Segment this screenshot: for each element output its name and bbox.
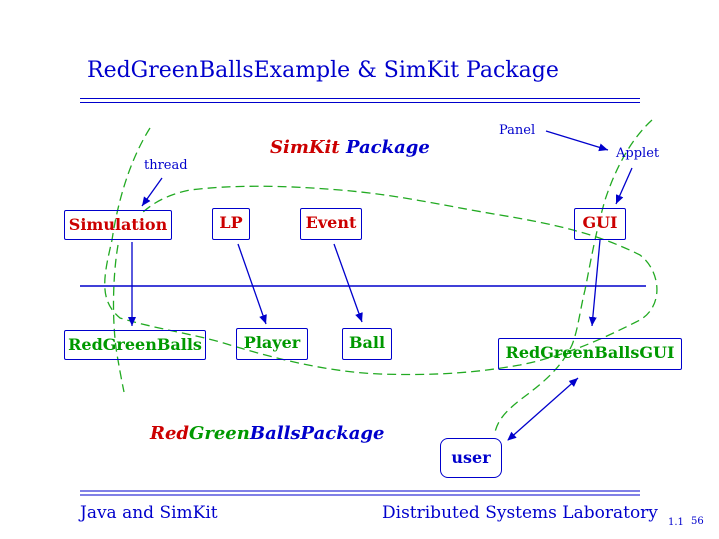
thread-arrow (141, 177, 163, 207)
thread-label: thread (144, 158, 188, 173)
lp-to-player-arrow (237, 243, 267, 325)
red-word: Red (150, 423, 189, 444)
redgreenballs-box: RedGreenBalls (64, 330, 206, 360)
ball-box: Ball (342, 328, 392, 360)
balls-word: Balls (249, 423, 301, 444)
event-to-ball-arrow (333, 243, 363, 323)
lp-box: LP (212, 208, 250, 240)
redgreen-package-label: RedGreenBallsPackage (150, 423, 384, 444)
green-word: Green (189, 423, 250, 444)
gui-to-redgreenballsgui-arrow (588, 239, 601, 327)
redgreen-boundary-right (494, 119, 653, 433)
simkit-package-label: SimKit Package (270, 137, 430, 158)
package-word: Package (345, 137, 430, 158)
simulation-box: Simulation (64, 210, 172, 240)
footer-left: Java and SimKit (80, 503, 218, 523)
footer-right: Distributed Systems Laboratory (382, 503, 658, 523)
player-box: Player (236, 328, 308, 360)
title-rule-bottom (80, 102, 640, 103)
panel-to-applet-arrow (545, 130, 609, 152)
applet-label: Applet (616, 146, 660, 161)
event-box: Event (300, 208, 362, 240)
redgreenballsgui-box: RedGreenBallsGUI (498, 338, 682, 370)
redgreen-boundary-left (112, 244, 125, 393)
simkit-word: SimKit (270, 137, 340, 158)
user-gui-arrow (507, 377, 579, 441)
title-rule-top (80, 98, 640, 99)
redgreen-package-word: Package (300, 423, 385, 444)
user-box: user (440, 438, 502, 478)
simkit-boundary (104, 127, 658, 376)
applet-to-gui-arrow (615, 167, 633, 205)
slide-title: RedGreenBallsExample & SimKit Package (87, 58, 559, 83)
panel-label: Panel (499, 123, 536, 138)
gui-box: GUI (574, 208, 626, 240)
footer-version: 1.1 (668, 517, 684, 528)
page-number: 56 (691, 516, 704, 527)
